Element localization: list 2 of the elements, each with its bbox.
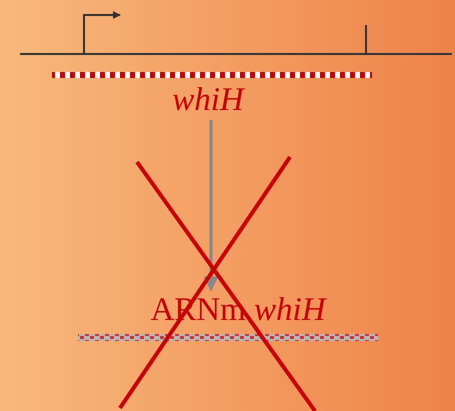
gene-label: whiH [172,82,244,118]
arrow [204,120,218,292]
